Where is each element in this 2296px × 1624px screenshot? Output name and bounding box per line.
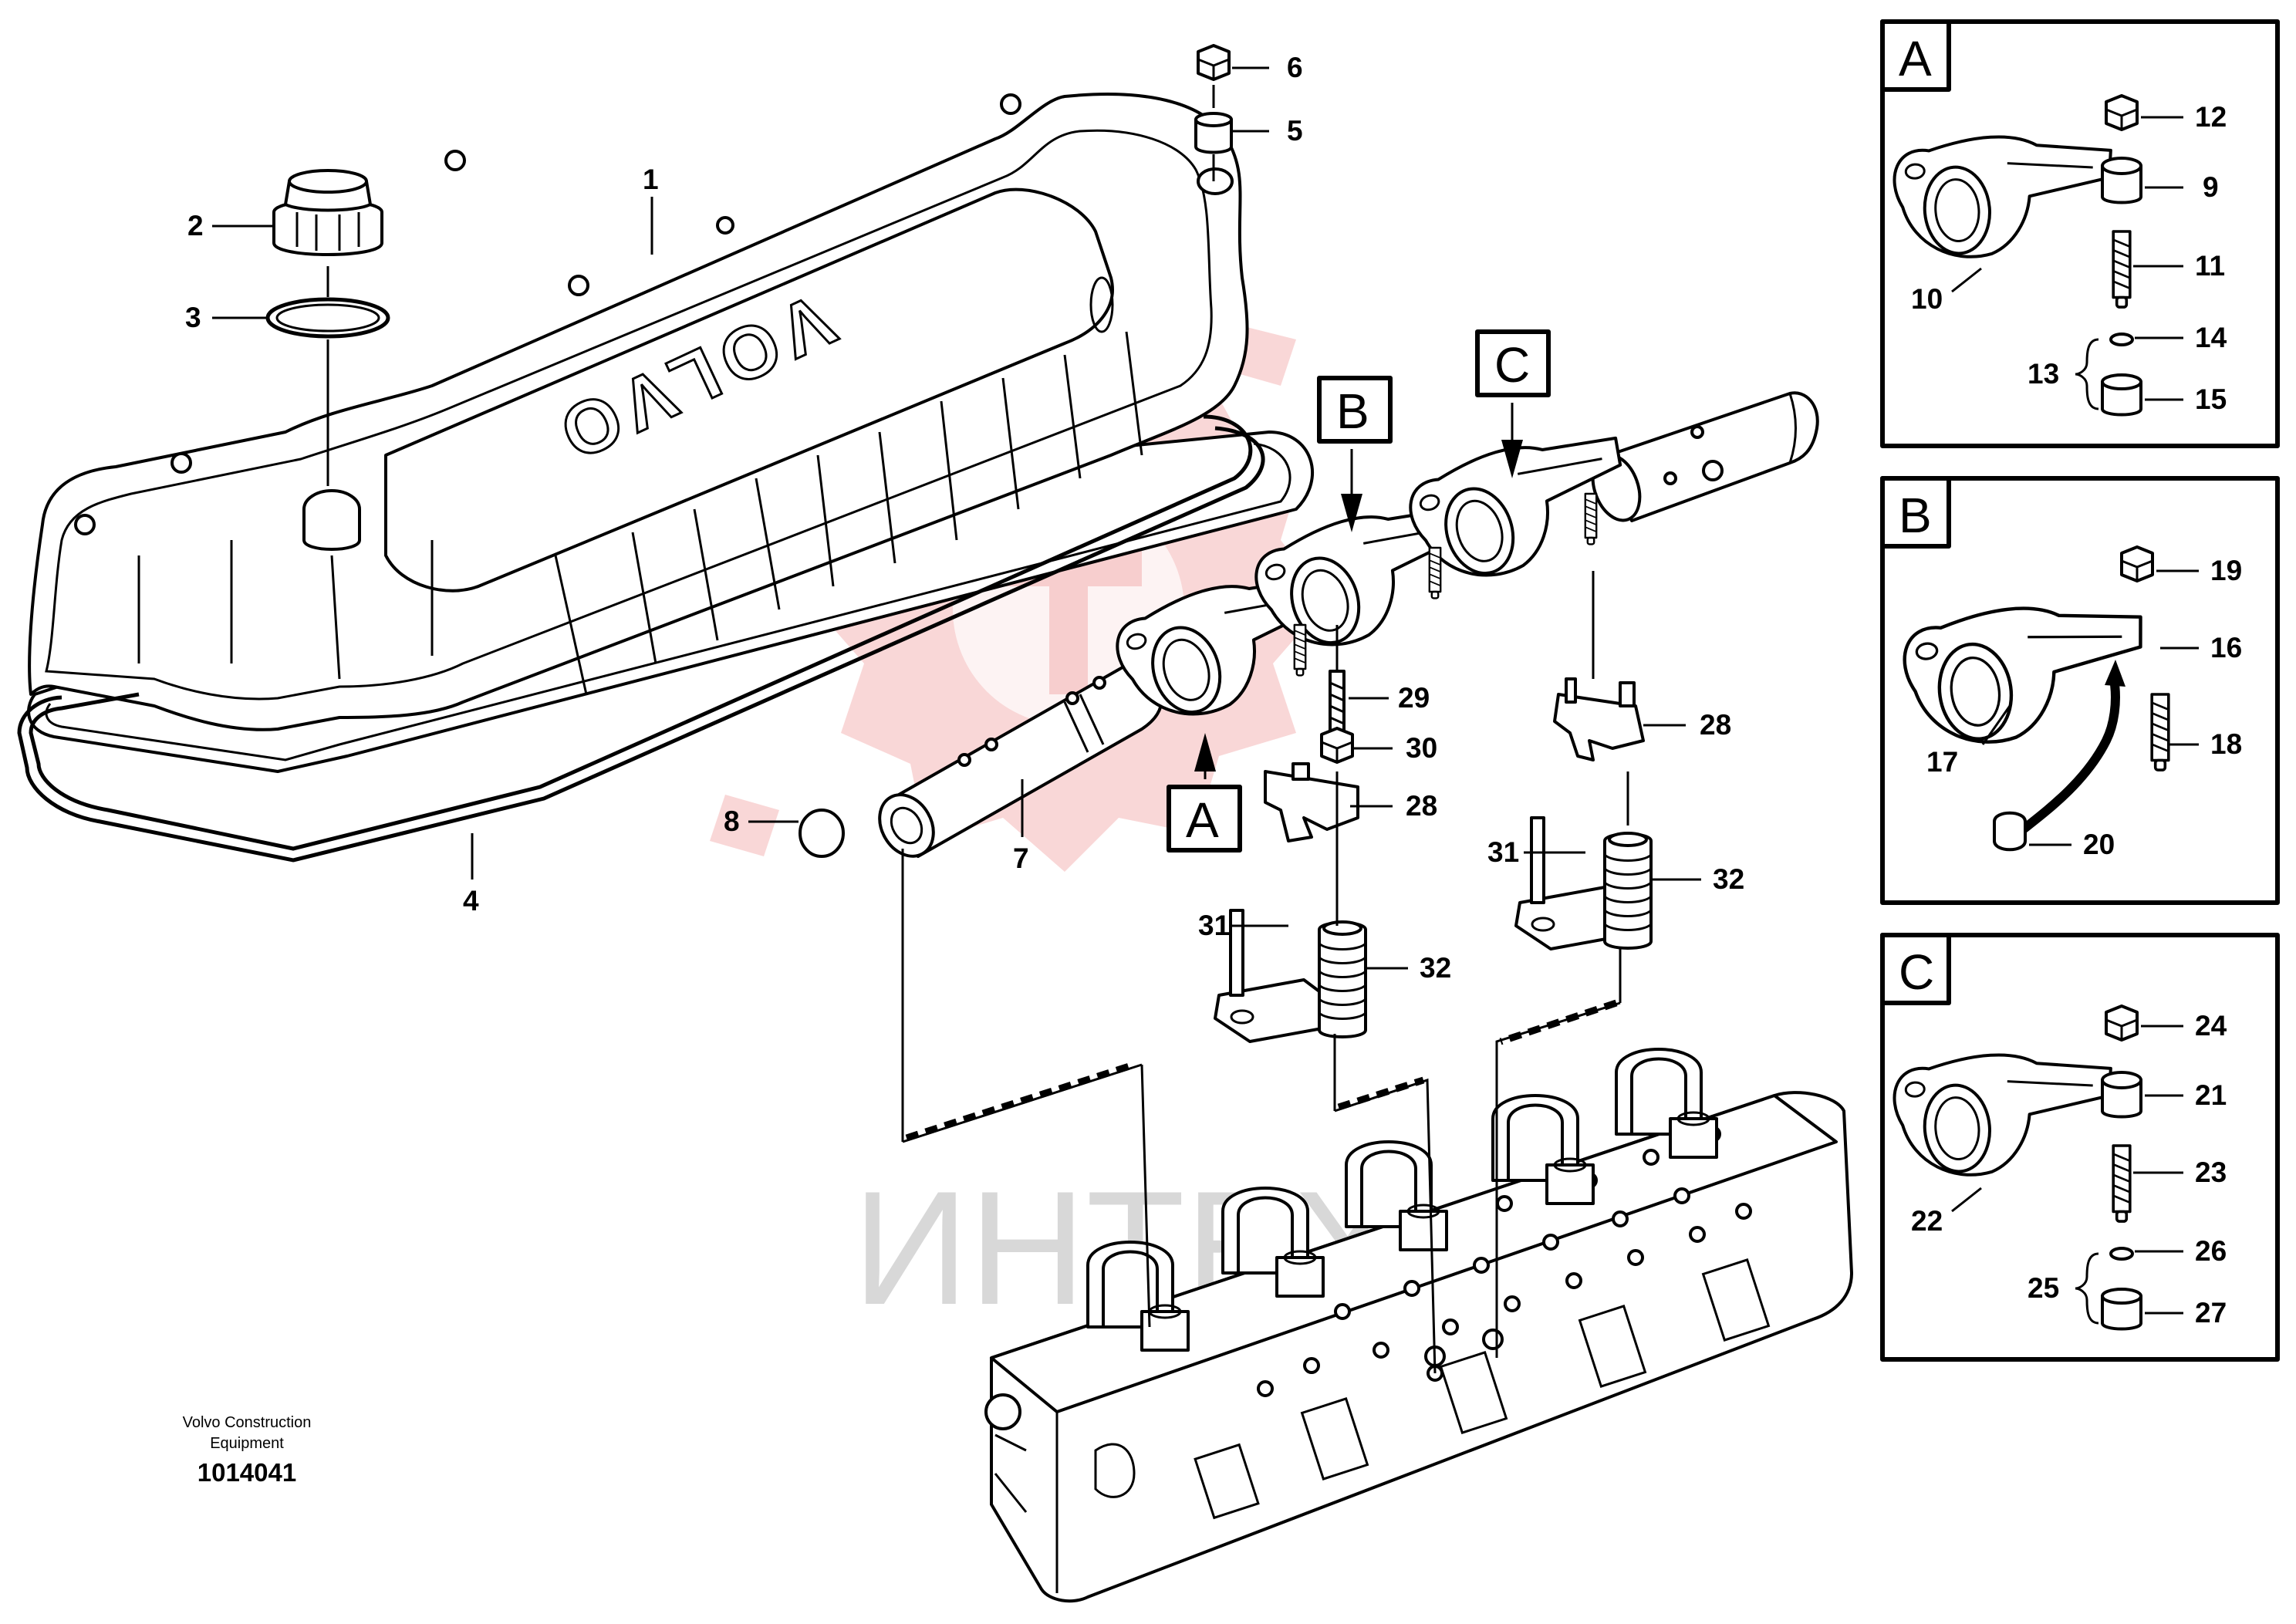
label-32-right: 32: [1713, 863, 1744, 895]
panel-B-label-19: 19: [2210, 555, 2242, 586]
detail-panel-C: C 24 21 23 22 26 27 25: [1880, 933, 2280, 1362]
tag-B: B: [1317, 376, 1393, 532]
panel-C-label-23: 23: [2195, 1156, 2227, 1188]
panel-C-label-21: 21: [2195, 1079, 2227, 1111]
panel-A-label-14: 14: [2195, 322, 2227, 353]
label-28-right: 28: [1700, 709, 1731, 741]
credit-line-2: Equipment: [210, 1435, 284, 1452]
tag-C: C: [1475, 329, 1551, 478]
label-31-left: 31: [1198, 910, 1230, 941]
spacer-sleeve: [1194, 112, 1233, 154]
detail-panel-A: A 12 9 11 10 14 15 13: [1880, 19, 2280, 448]
label-29: 29: [1398, 682, 1430, 714]
panel-A-label-11: 11: [2195, 250, 2225, 282]
panel-A-letter: A: [1899, 31, 1932, 86]
label-4: 4: [463, 885, 479, 917]
valve-cover: VOLVO: [27, 93, 1315, 773]
cylinder-head: [984, 1091, 1853, 1603]
panel-C-letter: C: [1899, 944, 1934, 1000]
tag-B-letter: B: [1336, 383, 1369, 439]
panel-A-label-13: 13: [2028, 358, 2059, 390]
panel-C-label-26: 26: [2195, 1235, 2227, 1267]
oil-filler-cap: [272, 169, 383, 256]
tag-A-letter: A: [1186, 792, 1219, 848]
panel-A-label-15: 15: [2195, 383, 2227, 415]
main-callouts: 1 2 3 4 5 6 7 8 29 30 28 28 31 32 31 32: [185, 52, 1744, 984]
tag-C-letter: C: [1494, 337, 1530, 393]
panel-B-label-16: 16: [2210, 632, 2242, 663]
label-7: 7: [1013, 842, 1029, 874]
label-5: 5: [1287, 115, 1303, 147]
adjusting-screw-29: [1329, 670, 1346, 734]
panel-C-label-25: 25: [2028, 1272, 2059, 1304]
label-1: 1: [643, 164, 659, 195]
label-28-left: 28: [1406, 790, 1437, 822]
panel-A-label-9: 9: [2203, 171, 2219, 203]
valve-bridge-left: [1264, 762, 1359, 842]
panel-A-label-12: 12: [2195, 101, 2227, 133]
credit-number: 1014041: [198, 1458, 296, 1487]
label-30: 30: [1406, 732, 1437, 764]
o-ring: [265, 297, 390, 339]
shaft-end-plug: [799, 809, 845, 858]
label-32-left: 32: [1420, 952, 1451, 984]
panel-A-label-10: 10: [1911, 283, 1943, 315]
label-31-right: 31: [1487, 836, 1519, 868]
credit-line-1: Volvo Construction: [183, 1414, 312, 1431]
tag-A: A: [1167, 733, 1242, 853]
label-3: 3: [185, 302, 201, 333]
panel-B-label-18: 18: [2210, 728, 2242, 760]
panel-C-label-24: 24: [2195, 1010, 2227, 1042]
panel-B-label-17: 17: [1926, 746, 1958, 778]
panel-C-label-22: 22: [1911, 1205, 1943, 1237]
panel-B-label-20: 20: [2083, 829, 2115, 860]
label-8: 8: [724, 805, 740, 837]
label-2: 2: [187, 210, 204, 241]
detail-panel-B: B 19 16 18 17 20: [1880, 476, 2280, 905]
panel-C-label-27: 27: [2195, 1297, 2227, 1329]
panel-B-letter: B: [1899, 488, 1932, 543]
rocker-shaft: [878, 663, 1163, 858]
label-6: 6: [1287, 52, 1303, 83]
valve-bridge-right: [1553, 677, 1645, 761]
gasket: [17, 414, 1265, 863]
